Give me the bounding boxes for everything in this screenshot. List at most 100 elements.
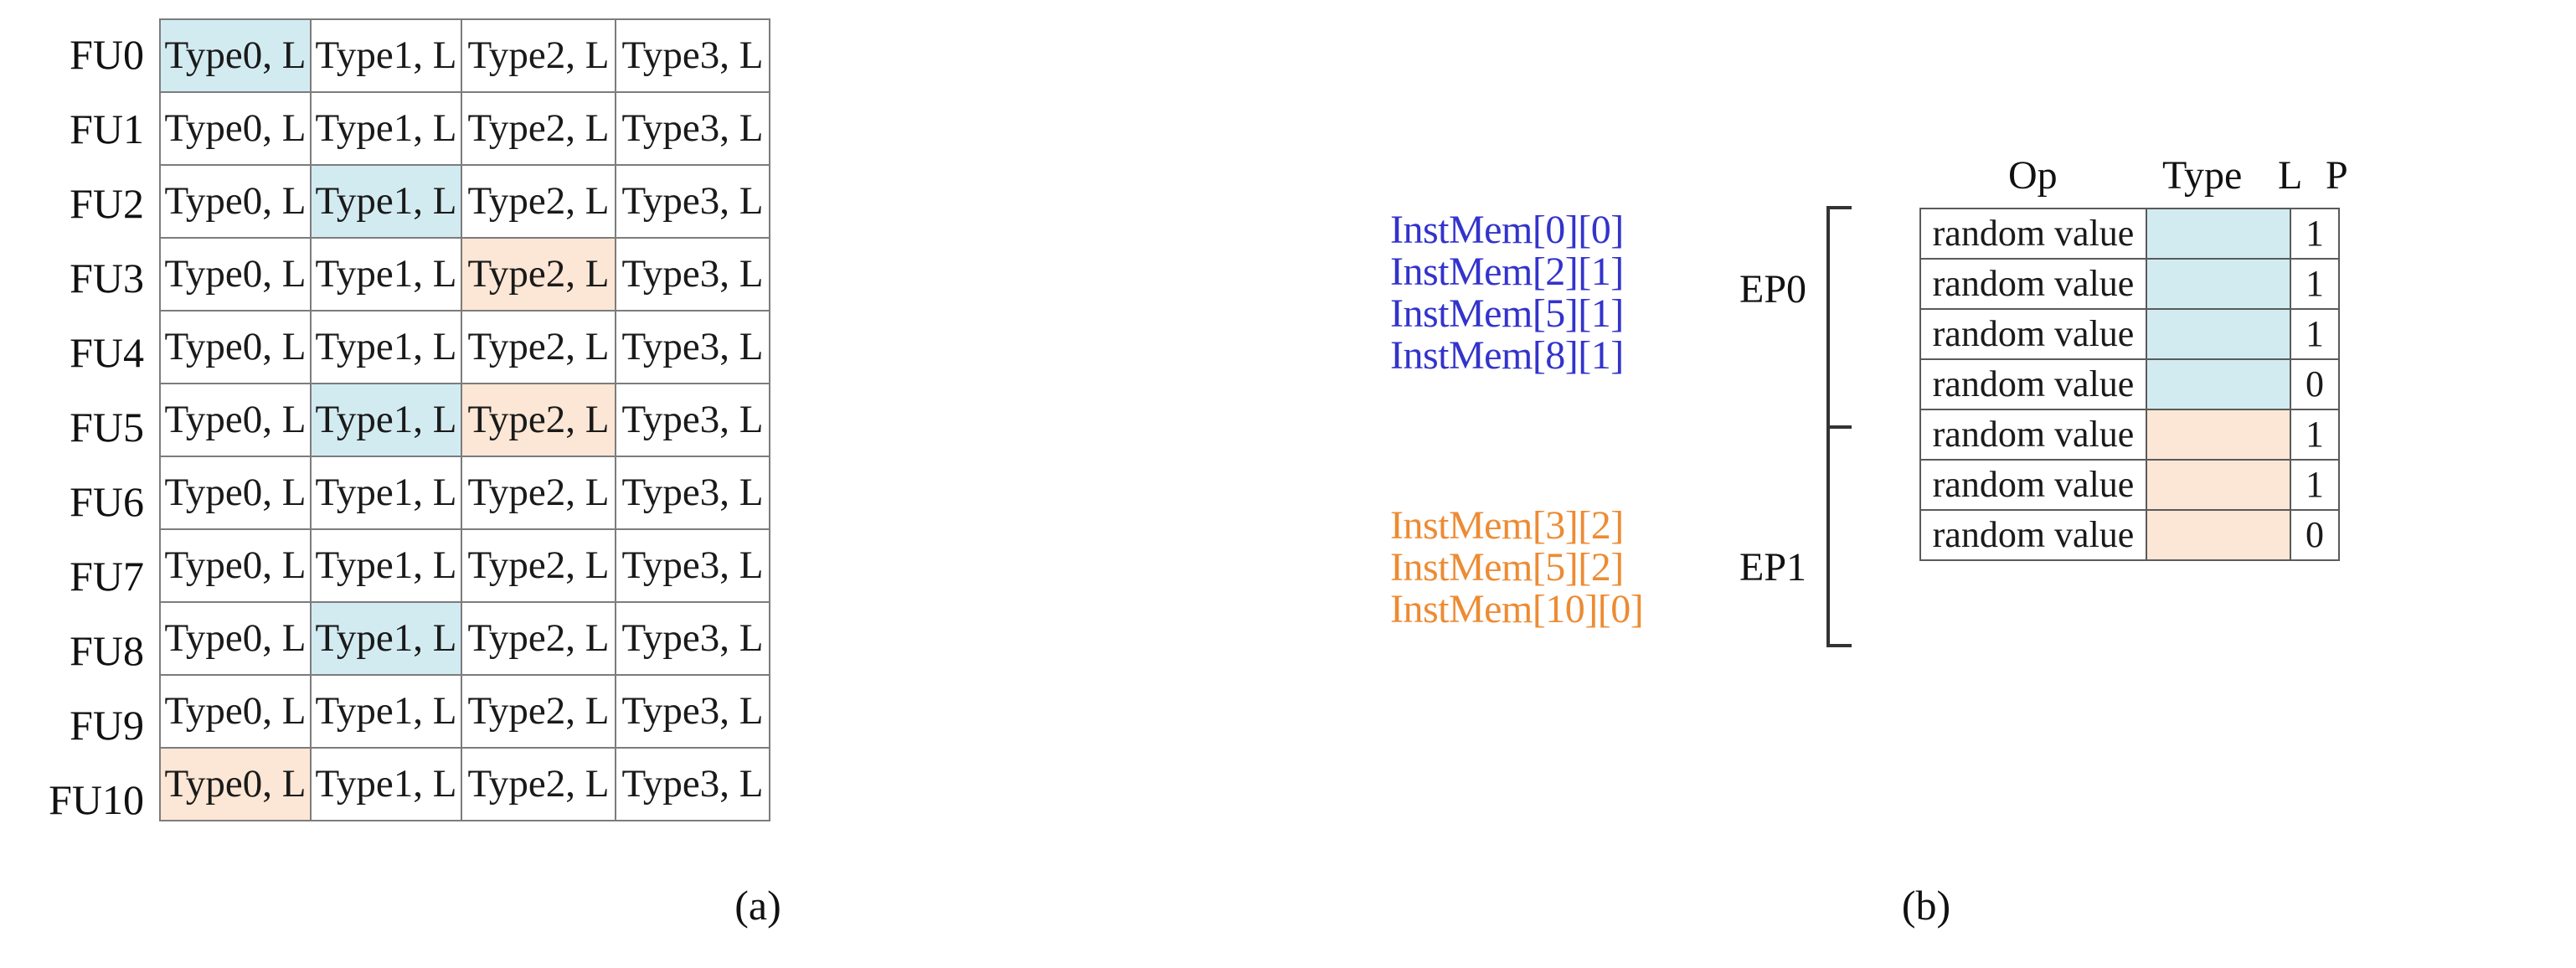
type-l-cell [2146, 258, 2291, 310]
fu-cell: Type3, L [615, 601, 770, 676]
op-cell: random value [1919, 459, 2147, 511]
fu-cell: Type3, L [615, 747, 770, 821]
type-l-cell [2146, 358, 2291, 410]
fu-row-label: FU6 [70, 478, 144, 525]
p-cell: 1 [2290, 409, 2340, 461]
fu-cell: Type2, L [461, 383, 616, 457]
op-cell: random value [1919, 409, 2147, 461]
fu-cell: Type1, L [310, 674, 462, 749]
type-l-cell [2146, 208, 2291, 260]
fu-cell: Type0, L [159, 747, 312, 821]
fu-cell: Type3, L [615, 674, 770, 749]
instmem-entry: InstMem[2][1] [1390, 249, 1624, 294]
table-row: random value 1 [1919, 208, 2340, 260]
type-l-cell [2146, 308, 2291, 360]
fu-cell: Type1, L [310, 310, 462, 384]
type-l-cell [2146, 409, 2291, 461]
panel-b: InstMem[0][0]InstMem[2][1]InstMem[5][1]I… [1390, 0, 2576, 968]
op-cell: random value [1919, 258, 2147, 310]
instmem-entry: InstMem[3][2] [1390, 503, 1624, 548]
table-row: random value 1 [1919, 258, 2340, 310]
instmem-list-ep0: InstMem[0][0]InstMem[2][1]InstMem[5][1]I… [1390, 209, 1624, 377]
instmem-list-ep1: InstMem[3][2]InstMem[5][2]InstMem[10][0] [1390, 503, 1644, 631]
p-cell: 0 [2290, 358, 2340, 410]
fu-row-label: FU3 [70, 255, 144, 301]
fu-cell: Type0, L [159, 601, 312, 676]
p-cell: 1 [2290, 258, 2340, 310]
fu-row-label: FU9 [70, 702, 144, 749]
fu-cell: Type1, L [310, 237, 462, 312]
fu-cell: Type1, L [310, 528, 462, 603]
op-column-header: Op [2008, 153, 2058, 198]
instmem-entry: InstMem[5][1] [1390, 291, 1624, 336]
fu-row-label: FU1 [70, 106, 144, 152]
fu-cell: Type2, L [461, 674, 616, 749]
fu-cell: Type0, L [159, 310, 312, 384]
fu-cell: Type3, L [615, 18, 770, 93]
fu-cell: Type1, L [310, 601, 462, 676]
fu-cell: Type3, L [615, 164, 770, 239]
table-row: random value 0 [1919, 358, 2340, 410]
op-cell: random value [1919, 208, 2147, 260]
fu-row-label: FU8 [70, 627, 144, 674]
type-column-header: Type [2162, 153, 2243, 198]
l-column-header: L [2278, 153, 2303, 198]
instmem-entry: InstMem[5][2] [1390, 544, 1624, 590]
fu-cell: Type3, L [615, 91, 770, 166]
fu-row-label: FU4 [70, 329, 144, 376]
fu-cell: Type3, L [615, 310, 770, 384]
table-row: random value 0 [1919, 509, 2340, 561]
fu-cell: Type1, L [310, 18, 462, 93]
fu-row-label: FU2 [70, 180, 144, 227]
fu-cell: Type2, L [461, 91, 616, 166]
op-cell: random value [1919, 509, 2147, 561]
fu-row-label: FU0 [70, 31, 144, 78]
fu-cell: Type1, L [310, 747, 462, 821]
table-row: random value 1 [1919, 409, 2340, 461]
fu-cell: Type0, L [159, 456, 312, 530]
fu-cell: Type0, L [159, 164, 312, 239]
fu-cell: Type2, L [461, 528, 616, 603]
fu-cell: Type0, L [159, 237, 312, 312]
p-cell: 0 [2290, 509, 2340, 561]
fu-cell: Type0, L [159, 91, 312, 166]
ep-label-ep1: EP1 [1739, 545, 1807, 590]
ep-bracket-ep1 [1826, 425, 1852, 647]
ep-bracket-ep0 [1826, 206, 1852, 429]
fu-cell: Type2, L [461, 18, 616, 93]
fu-cell: Type3, L [615, 383, 770, 457]
p-cell: 1 [2290, 308, 2340, 360]
fu-cell: Type2, L [461, 456, 616, 530]
fu-cell: Type2, L [461, 747, 616, 821]
instmem-entry: InstMem[0][0] [1390, 208, 1624, 252]
p-cell: 1 [2290, 208, 2340, 260]
fu-cell: Type3, L [615, 456, 770, 530]
fu-cell: Type1, L [310, 91, 462, 166]
fu-cell: Type2, L [461, 310, 616, 384]
instmem-entry: InstMem[8][1] [1390, 332, 1624, 378]
fu-cell: Type2, L [461, 164, 616, 239]
fu-cell: Type2, L [461, 237, 616, 312]
type-l-cell [2146, 509, 2291, 561]
fu-cell: Type0, L [159, 528, 312, 603]
caption-a: (a) [734, 882, 781, 929]
ep-label-ep0: EP0 [1739, 267, 1807, 312]
op-cell: random value [1919, 358, 2147, 410]
fu-cell: Type0, L [159, 674, 312, 749]
p-column-header: P [2326, 153, 2348, 198]
